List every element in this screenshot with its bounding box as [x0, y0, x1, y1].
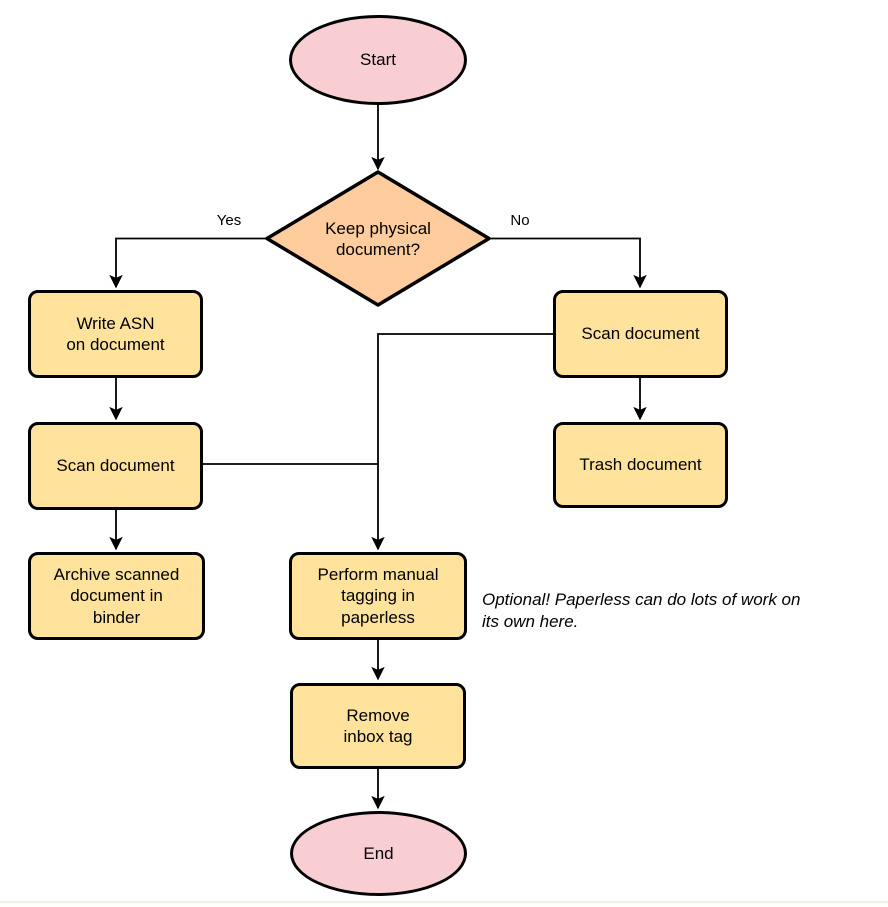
node-trash-document-label: Trash document — [579, 455, 702, 475]
edge-decision-no — [489, 237, 647, 289]
node-manual-tagging-label: Perform manual tagging in paperless — [317, 565, 439, 627]
node-archive-in-binder: Archive scanned document in binder — [28, 552, 205, 640]
annotation-note: Optional! Paperless can do lots of work … — [482, 590, 801, 632]
node-start: Start — [289, 15, 467, 105]
node-scan-document-right-label: Scan document — [581, 324, 700, 344]
node-write-asn-label: Write ASN on document — [66, 313, 165, 354]
node-manual-tagging: Perform manual tagging in paperless — [289, 552, 467, 640]
node-decision-text: Keep physical document? — [325, 218, 431, 259]
node-scan-document-right: Scan document — [553, 290, 728, 378]
node-remove-inbox-tag: Remove inbox tag — [290, 683, 466, 769]
node-decision-label: Keep physical document? — [293, 214, 463, 264]
node-write-asn: Write ASN on document — [28, 290, 203, 378]
edge-scanright-to-tagging — [371, 333, 553, 551]
node-end: End — [290, 811, 467, 896]
node-scan-document-left: Scan document — [28, 422, 203, 510]
decision-diamond — [265, 170, 491, 307]
node-scan-document-left-label: Scan document — [56, 456, 175, 476]
node-archive-in-binder-label: Archive scanned document in binder — [53, 565, 180, 627]
node-trash-document: Trash document — [553, 422, 728, 508]
node-end-label: End — [363, 843, 394, 863]
node-start-label: Start — [360, 50, 396, 70]
bottom-divider — [0, 901, 888, 903]
edge-label-yes: Yes — [216, 212, 242, 229]
edge-decision-yes — [109, 237, 266, 289]
edge-label-no: No — [510, 212, 530, 229]
node-remove-inbox-tag-label: Remove inbox tag — [343, 705, 413, 746]
